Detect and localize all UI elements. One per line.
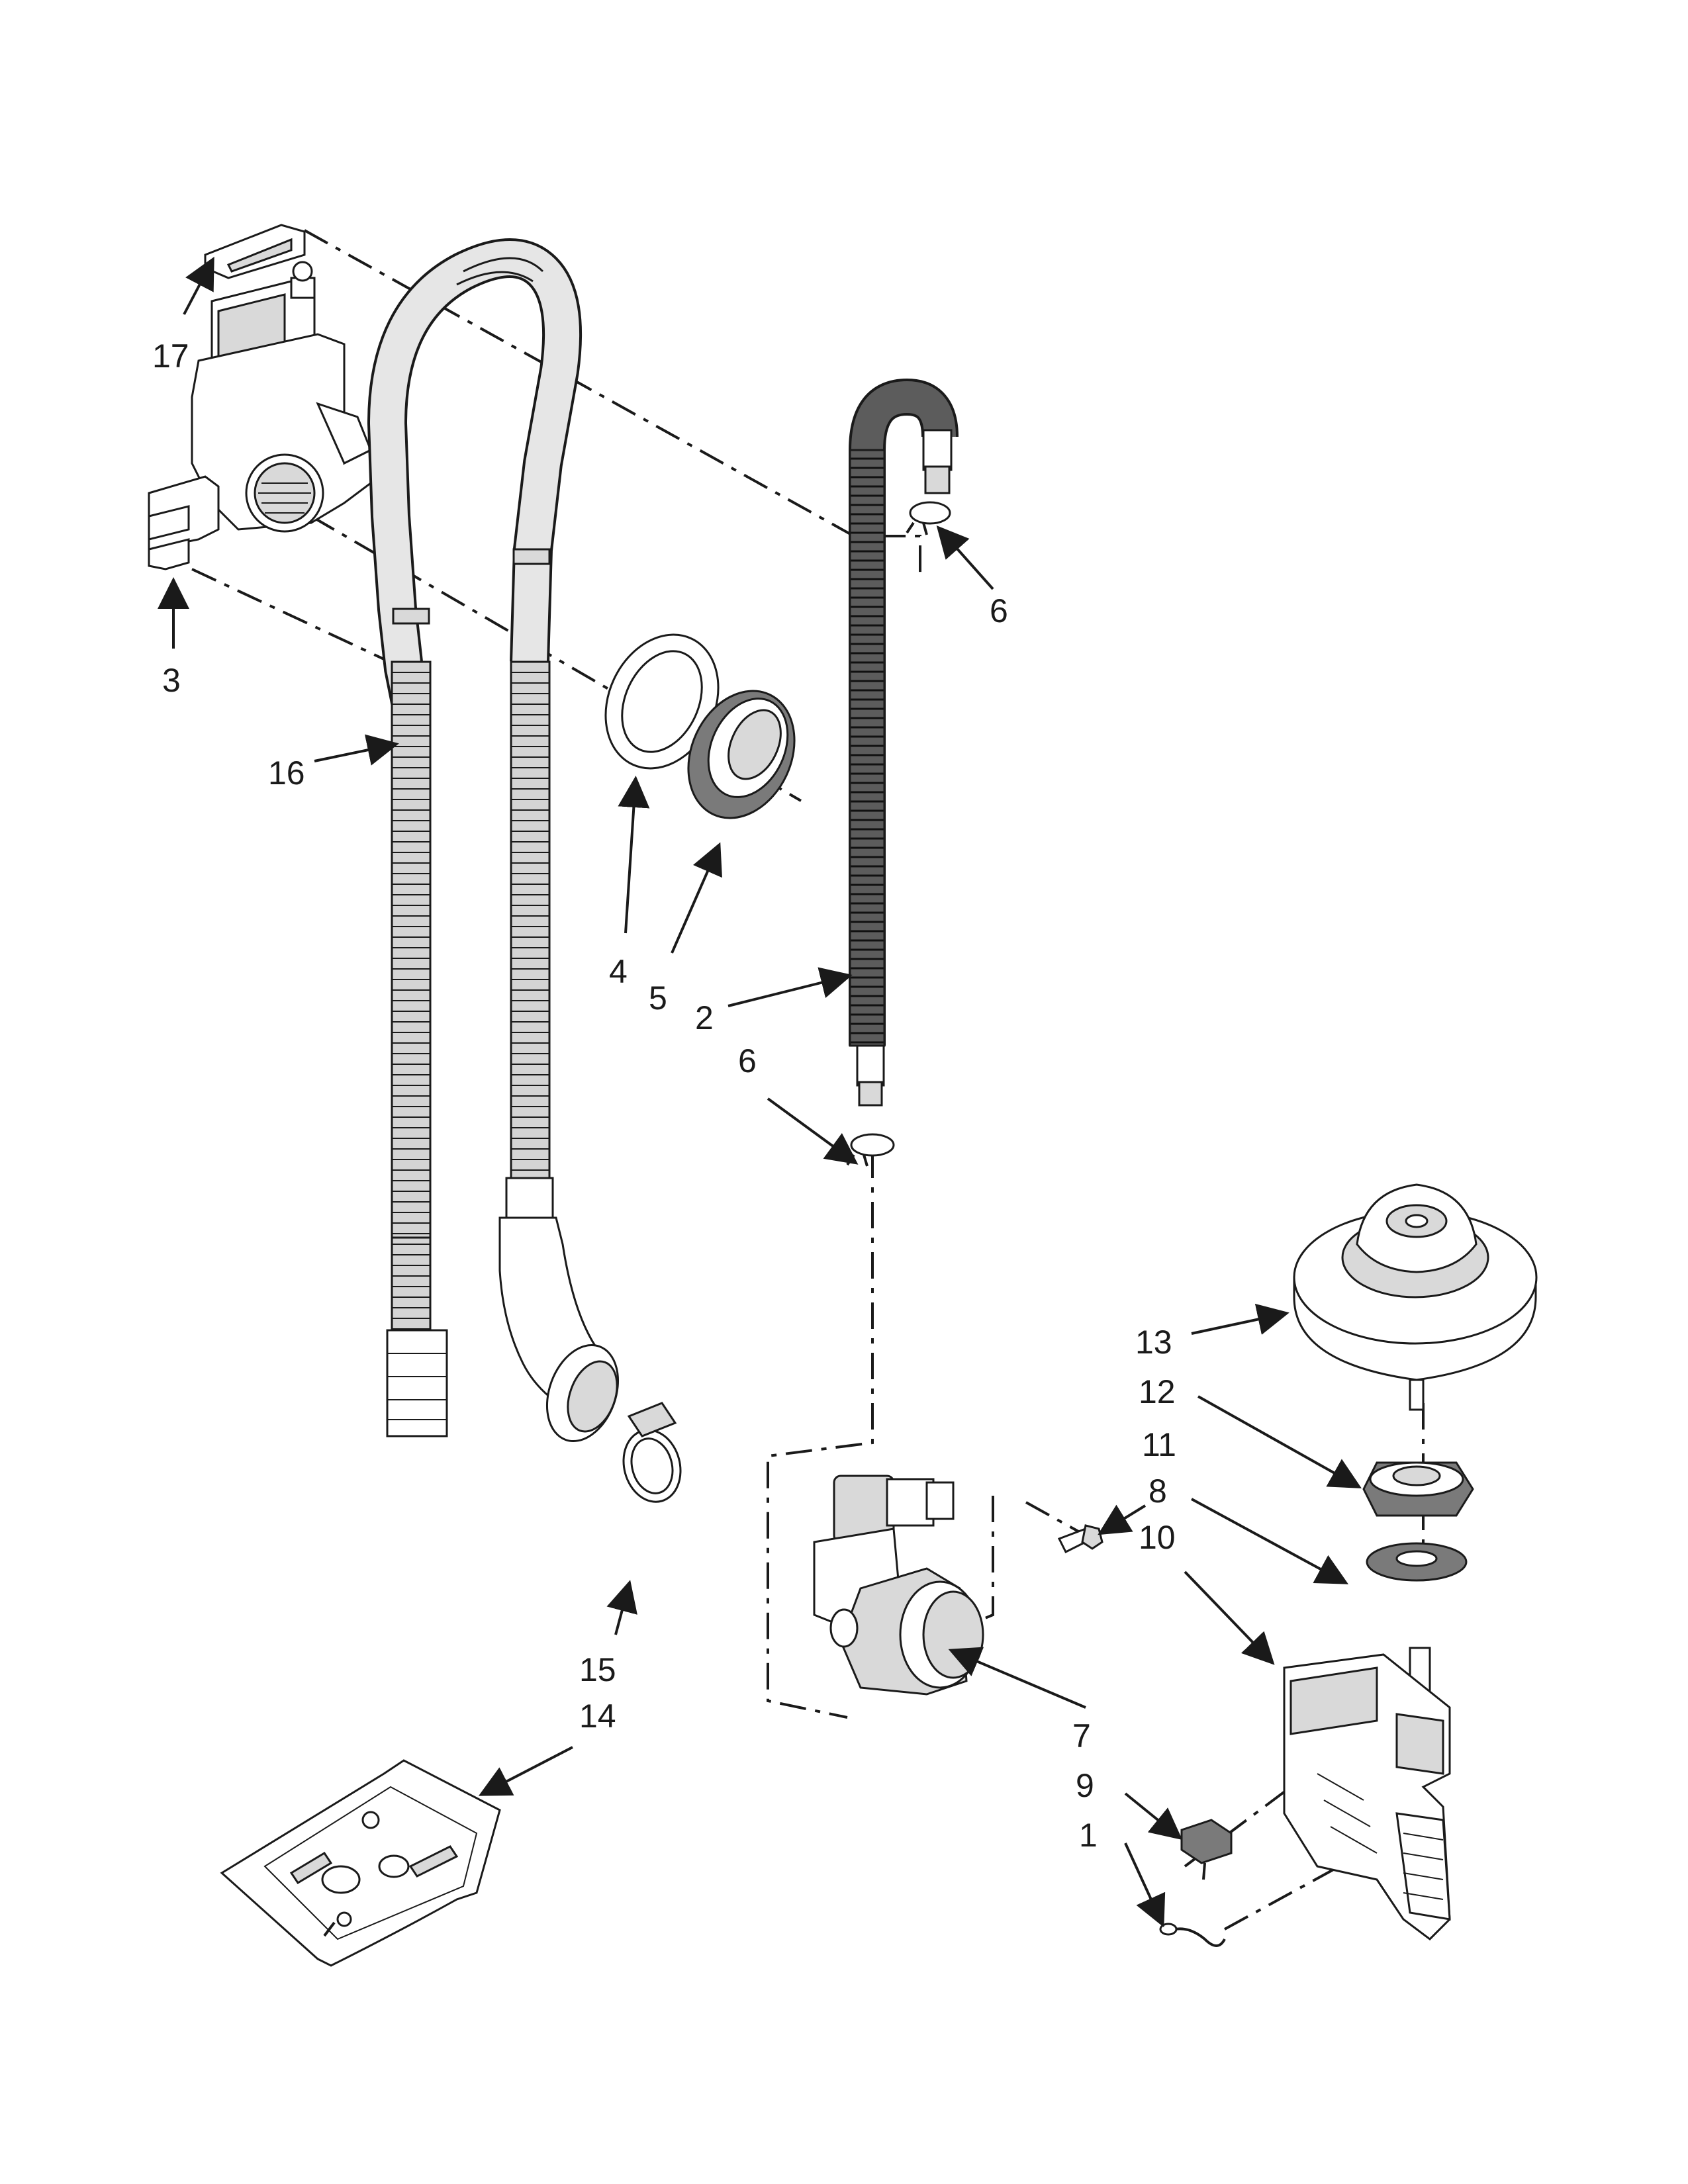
callout-7: 7 <box>1072 1717 1091 1754</box>
callout-12: 12 <box>1139 1373 1176 1410</box>
leader-arrows <box>158 256 1362 1928</box>
callout-8: 8 <box>1149 1473 1167 1510</box>
callout-2: 2 <box>695 999 714 1036</box>
part-6-clamp-lower <box>846 1133 895 1167</box>
part-16-drain-hose <box>367 238 620 1443</box>
callout-4: 4 <box>609 953 628 990</box>
callout-10: 10 <box>1139 1519 1176 1556</box>
callout-1: 1 <box>1079 1817 1098 1854</box>
callout-9: 9 <box>1076 1767 1094 1804</box>
part-5-nut <box>687 690 796 819</box>
part-15-hose-clamp <box>622 1402 682 1503</box>
part-12-nut <box>1362 1461 1474 1517</box>
callout-5: 5 <box>649 979 667 1017</box>
part-11-washer <box>1366 1542 1468 1582</box>
part-4-gasket <box>604 633 720 770</box>
callout-6-lower: 6 <box>738 1042 757 1079</box>
callout-15: 15 <box>579 1651 616 1688</box>
part-17-cover <box>204 224 306 279</box>
callout-labels: 17 3 6 16 4 5 2 6 13 12 11 8 10 7 9 1 15… <box>152 338 1176 1854</box>
part-1-wire-lead <box>1159 1923 1226 1947</box>
part-2-fill-hose <box>849 378 959 1107</box>
callout-6-upper: 6 <box>990 592 1008 629</box>
part-6-clamp-upper <box>906 501 951 535</box>
callout-3: 3 <box>162 662 181 699</box>
part-14-parts-bag <box>220 1759 501 1967</box>
part-3-vent-body <box>148 261 372 570</box>
part-7-water-valve <box>813 1475 984 1696</box>
callout-14: 14 <box>579 1698 616 1735</box>
part-13-float <box>1293 1183 1538 1411</box>
callout-11: 11 <box>1142 1426 1176 1463</box>
callout-17: 17 <box>152 338 189 375</box>
callout-13: 13 <box>1135 1324 1172 1361</box>
callout-16: 16 <box>268 754 305 792</box>
part-10-switch-bracket <box>1283 1647 1451 1940</box>
part-8-screw <box>1057 1524 1103 1554</box>
part-9-switch <box>1180 1819 1233 1880</box>
